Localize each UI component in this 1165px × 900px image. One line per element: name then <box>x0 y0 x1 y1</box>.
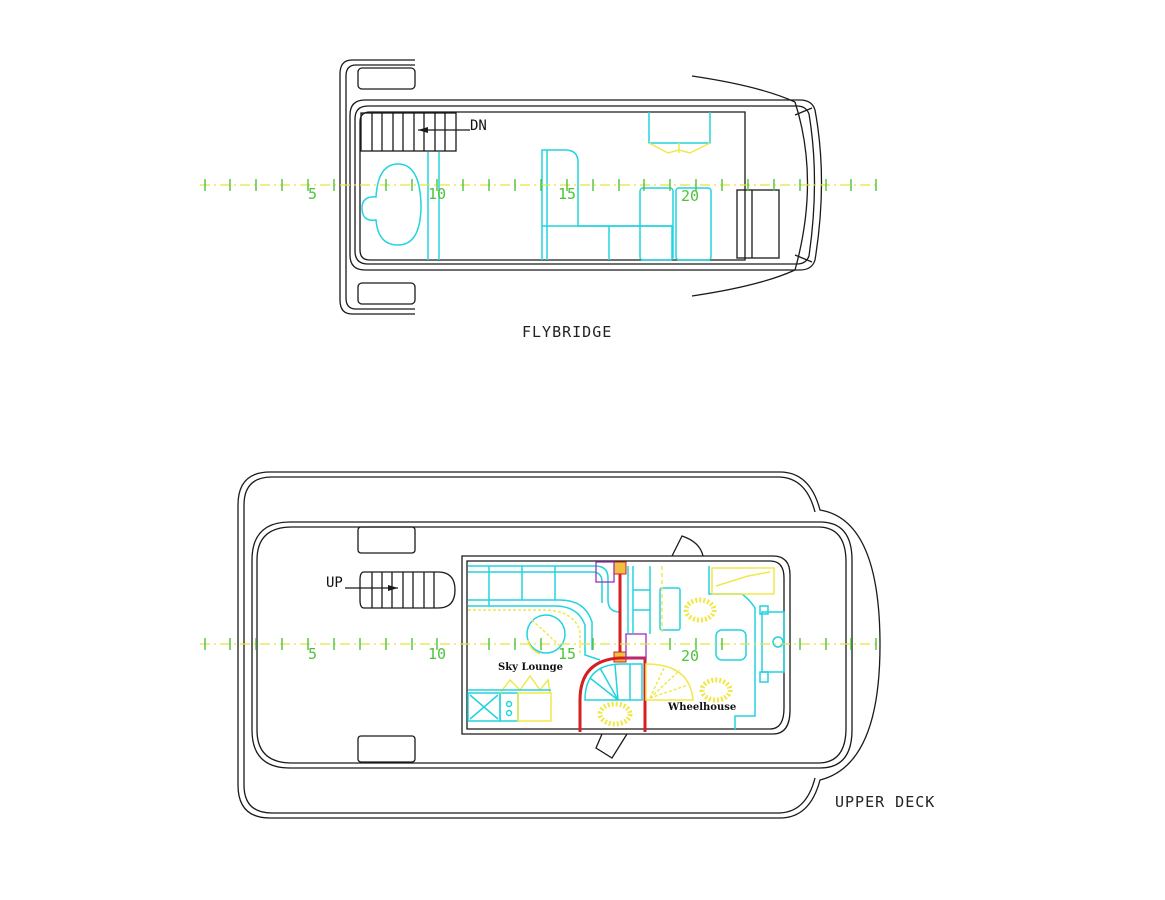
wheelhouse-furniture <box>627 566 785 730</box>
sky-lounge-furniture <box>467 565 621 722</box>
stairs-direction-label: DN <box>470 118 487 134</box>
spiral-stair <box>578 561 694 732</box>
axis-label-15: 15 <box>558 185 576 203</box>
stairs-direction-label: UP <box>326 575 343 591</box>
fender-bottom <box>357 282 416 305</box>
axis-label-5: 5 <box>308 185 317 203</box>
axis-label-15: 15 <box>558 645 576 663</box>
axis-label-20: 20 <box>681 187 699 205</box>
stairs-up <box>345 571 456 609</box>
round-table <box>526 614 566 654</box>
flybridge-plan: DN <box>200 59 880 315</box>
storage-box <box>736 189 780 259</box>
room-label-sky-lounge: Sky Lounge <box>498 662 563 673</box>
settee <box>541 149 712 261</box>
fender-bottom <box>357 735 416 763</box>
upper-deck-title: UPPER DECK <box>835 793 936 811</box>
fender-top <box>357 526 416 554</box>
flybridge-title: FLYBRIDGE <box>522 323 613 341</box>
helm-chair <box>715 629 747 661</box>
hot-tub <box>361 163 422 246</box>
axis-label-5: 5 <box>308 645 317 663</box>
axis-label-10: 10 <box>428 645 446 663</box>
helm-wheel <box>772 636 784 648</box>
floor-mats <box>597 597 733 727</box>
flybridge-ticks <box>204 179 877 191</box>
axis-label-10: 10 <box>428 185 446 203</box>
room-label-wheelhouse: Wheelhouse <box>667 702 736 713</box>
stairs-down <box>360 112 470 152</box>
axis-label-20: 20 <box>681 647 699 665</box>
upper-deck-plan: UP <box>200 471 881 819</box>
upper-deck-ticks <box>204 638 877 650</box>
bar-unit <box>648 112 711 154</box>
fender-top <box>357 67 416 90</box>
